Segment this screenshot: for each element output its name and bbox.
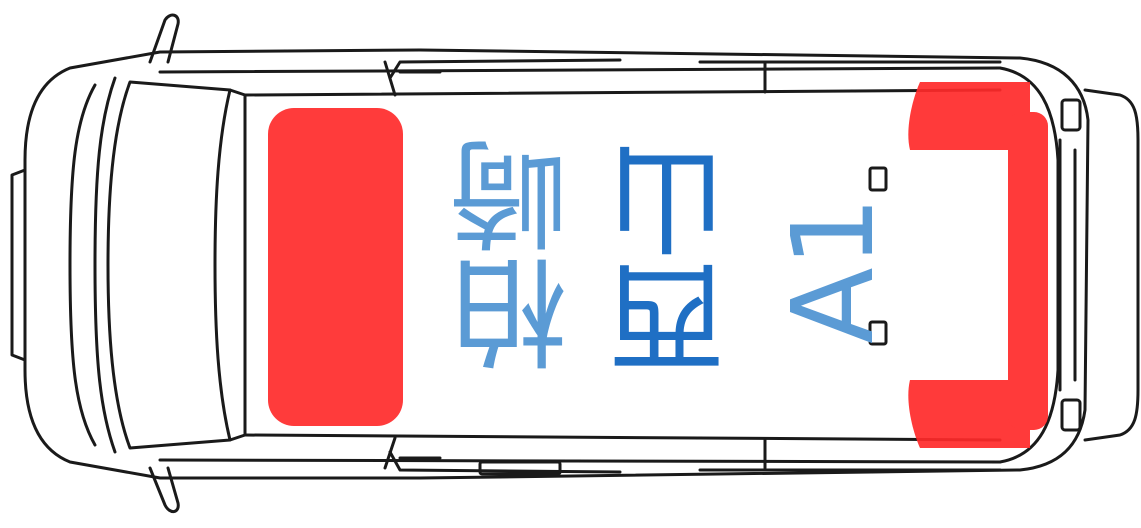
- roof-clip-1: [868, 166, 888, 192]
- side-bottom-2: [243, 433, 1002, 442]
- roof-rear: [998, 66, 1060, 464]
- side-bottom-3: [388, 450, 622, 474]
- mirror-bottom: [148, 466, 180, 513]
- hood-line-2: [93, 76, 117, 454]
- red-zone-rear-bottom: [908, 380, 1030, 448]
- front-bumper: [10, 168, 27, 362]
- side-top-3: [388, 58, 622, 80]
- rear-bumper: [1083, 88, 1140, 442]
- side-bottom-1: [158, 458, 1002, 464]
- hood-line-1: [68, 83, 97, 447]
- windshield: [106, 80, 232, 450]
- roof-clip-2: [868, 320, 888, 346]
- pillar-b-top: [383, 60, 397, 97]
- pillar-b-bottom: [383, 436, 397, 470]
- red-zone-front: [268, 108, 403, 426]
- side-top-2: [243, 88, 1002, 97]
- tail-light-top: [1060, 98, 1082, 132]
- label-line-2: 西山: [608, 142, 746, 378]
- tail-light-bottom: [1060, 398, 1082, 432]
- body-outline: [23, 48, 1090, 480]
- label-line-1: 柏崎: [450, 137, 588, 373]
- mirror-top: [148, 13, 180, 64]
- red-zone-rear-bar: [1008, 112, 1048, 430]
- roof-front: [228, 88, 247, 442]
- side-top-1: [158, 66, 1002, 74]
- label-line-3: A1: [769, 196, 899, 344]
- red-zone-rear-top: [908, 82, 1030, 150]
- sill-bottom: [478, 460, 562, 476]
